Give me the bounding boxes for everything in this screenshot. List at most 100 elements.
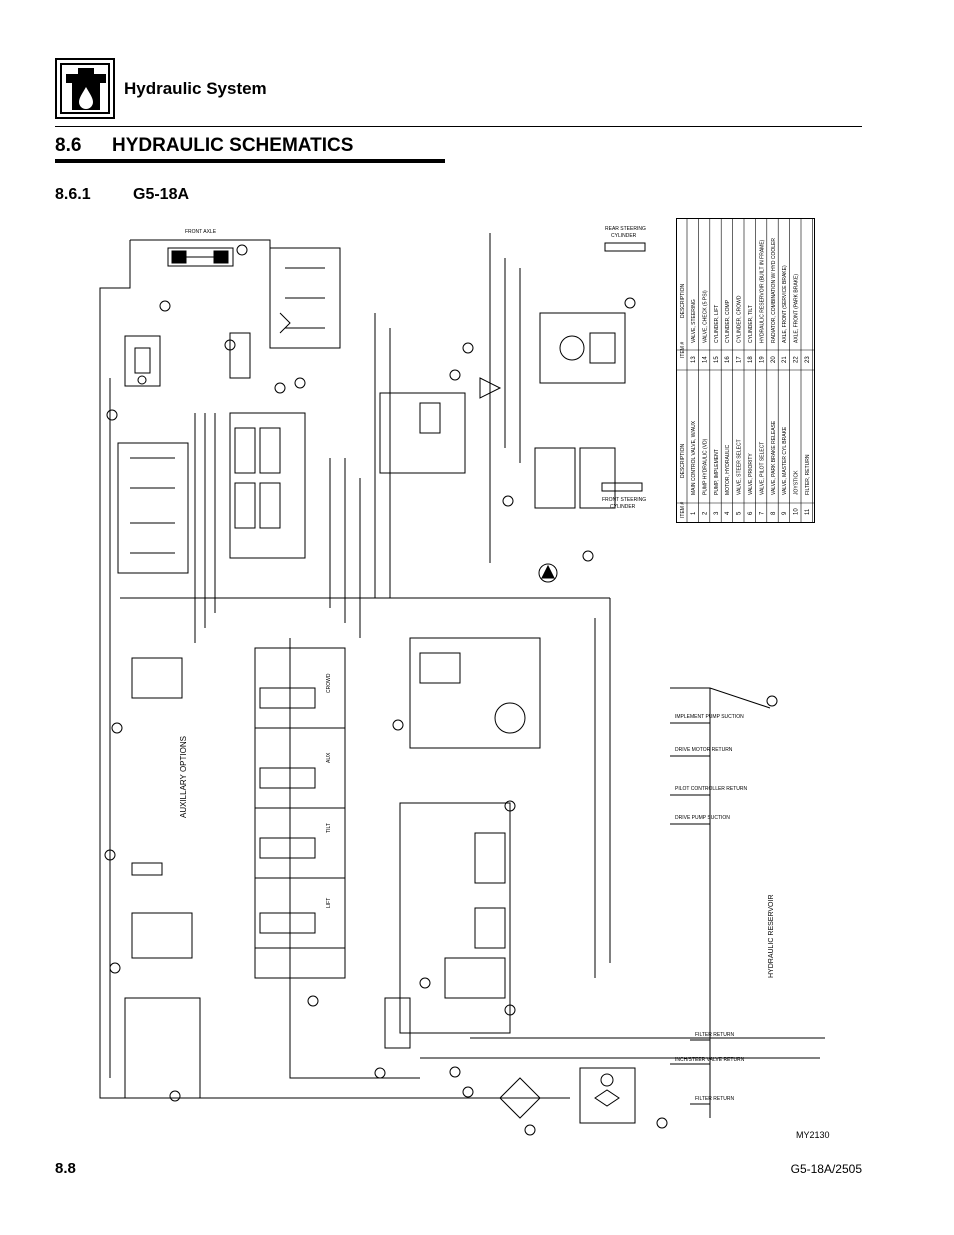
legend-item-number: 20 (771, 356, 777, 363)
chapter-number: 8.6 (55, 135, 82, 156)
callout-13 (624, 297, 636, 309)
legend-item-number: 5 (737, 511, 743, 515)
legend-item-description: PUMP, IMPLEMENT (714, 449, 720, 495)
chapter-heading: 8.6 HYDRAULIC SCHEMATICS (55, 135, 353, 157)
callout-19 (524, 1124, 536, 1136)
legend-item-number: 6 (748, 511, 754, 515)
check-valve-22 (479, 377, 502, 399)
tilt-cylinder (131, 862, 163, 876)
legend-item-description: VALVE, PRIORITY (748, 453, 754, 495)
legend-item-number: 11 (805, 508, 811, 515)
legend-item-number: 1 (691, 511, 697, 515)
legend-item-number: 13 (691, 356, 697, 363)
legend-frame (676, 218, 815, 523)
legend-item-description: VALVE, PARK BRAKE RELEASE (771, 420, 777, 495)
hydraulic-reservoir-label: HYDRAULIC RESERVOIR (768, 894, 775, 978)
accumulator (229, 332, 251, 379)
implement-pump (538, 563, 558, 583)
legend-item-description: JOYSTICK (794, 470, 800, 495)
callout-10 (106, 409, 118, 421)
legend-item-description: VALVE, STEERING (691, 299, 697, 343)
callout-8 (159, 300, 171, 312)
legend-header-item: ITEM # (680, 502, 686, 518)
front-steer-label-2: CYLINDER (610, 504, 636, 510)
callout-17 (111, 722, 123, 734)
implement-pump-suction-label: IMPLEMENT PUMP SUCTION (675, 714, 744, 720)
legend-item-description: VALVE, STEER SELECT (737, 439, 743, 495)
legend-item-description: RADIATOR, COMBINATION W/ HYD COOLER (771, 238, 777, 343)
logo-frame (60, 63, 110, 114)
callout-11 (656, 1117, 668, 1129)
figure-id: MY2130 (796, 1130, 830, 1140)
callout-6 (294, 377, 306, 389)
subsection-title: G5-18A (133, 186, 190, 203)
legend-item-number: 3 (714, 511, 720, 515)
callout-2 (419, 977, 431, 989)
subsection-heading: 8.6.1 G5-18A (55, 186, 189, 204)
front-axle (167, 247, 234, 267)
callout-21 (236, 244, 248, 256)
legend-item-description: FILTER, RETURN (805, 454, 811, 495)
hydraulic-motor (409, 637, 541, 749)
front-steering-cylinder (601, 482, 643, 492)
legend-item-description: AXLE, FRONT (PARK BRAKE) (794, 274, 800, 343)
subsection-number: 8.6.1 (55, 186, 91, 203)
crowd-label: CROWD (326, 673, 332, 693)
rear-steer-label-2: CYLINDER (611, 233, 637, 239)
joystick (117, 442, 189, 574)
chapter-title: HYDRAULIC SCHEMATICS (112, 135, 354, 156)
crowd-cylinder (131, 657, 183, 699)
drive-motor-return-label: DRIVE MOTOR RETURN (675, 747, 733, 753)
callout-12 (374, 1067, 386, 1079)
legend-item-number: 18 (748, 356, 754, 363)
page-number: 8.8 (55, 1160, 76, 1177)
auxiliary-options-label: AUXILLARY OPTIONS (179, 736, 188, 818)
legend-item-number: 9 (782, 511, 788, 515)
legend-item-description: VALVE, CHECK (5 PSI) (702, 290, 708, 343)
reservoir-leader (670, 687, 771, 709)
rear-steer-label-1: REAR STEERING (605, 226, 646, 232)
legend-item-description: AXLE, FRONT (SERVICE BRAKE) (782, 265, 788, 343)
oil-drop-icon (66, 68, 106, 110)
legend-item-description: VALVE, MASTER CYL BRAKE (782, 426, 788, 495)
legend-item-number: 22 (794, 356, 800, 363)
front-steer-label-1: FRONT STEERING (602, 497, 646, 503)
legend-item-description: CYLINDER, CROWD (737, 295, 743, 343)
legend-item-number: 14 (702, 356, 708, 363)
callout-7 (274, 382, 286, 394)
inching-valve (384, 997, 411, 1049)
pilot-select-valve (269, 247, 341, 349)
legend-item-description: MAIN CONTROL VALVE, W/AUX (691, 420, 697, 495)
master-cyl-brake-valve (534, 447, 616, 509)
legend-item-description: VALVE, PILOT SELECT (759, 442, 765, 495)
legend-item-description: PUMP HYDRAULIC (VD) (702, 438, 708, 495)
hydraulic-system-logo (55, 58, 115, 119)
check-valve-14 (462, 1086, 474, 1098)
pipe-valve-left (289, 638, 420, 1079)
header-rule (55, 126, 862, 127)
aux-label: AUX (326, 752, 332, 763)
filter-return-label-1: FILTER RETURN (695, 1032, 734, 1038)
legend-item-number: 21 (782, 356, 788, 363)
front-axle-label: FRONT AXLE (185, 229, 217, 235)
rear-steering-cylinder (604, 242, 646, 252)
callout-15 (169, 1090, 181, 1102)
legend-item-number: 2 (702, 511, 708, 515)
callout-4 (392, 719, 404, 731)
legend-item-description: CYLINDER, LIFT (714, 305, 720, 343)
filter-return-label-2: FILTER RETURN (695, 1096, 734, 1102)
callout-20 (224, 339, 236, 351)
pipe-left-rail (99, 240, 410, 1099)
legend-item-number: 7 (759, 511, 765, 515)
legend-item-number: 23 (805, 356, 811, 363)
steering-valve (539, 312, 626, 384)
comp-cylinder (131, 912, 193, 959)
legend-item-number: 19 (759, 356, 765, 363)
return-filter (579, 1067, 636, 1124)
drive-pump-suction-label: DRIVE PUMP SUCTION (675, 815, 730, 821)
legend-item-description: CYLINDER, TILT (748, 305, 754, 343)
callout-9-upper (502, 495, 514, 507)
park-brake-valve (124, 335, 161, 387)
legend-item-description: MOTOR, HYDRAULIC (725, 444, 731, 495)
